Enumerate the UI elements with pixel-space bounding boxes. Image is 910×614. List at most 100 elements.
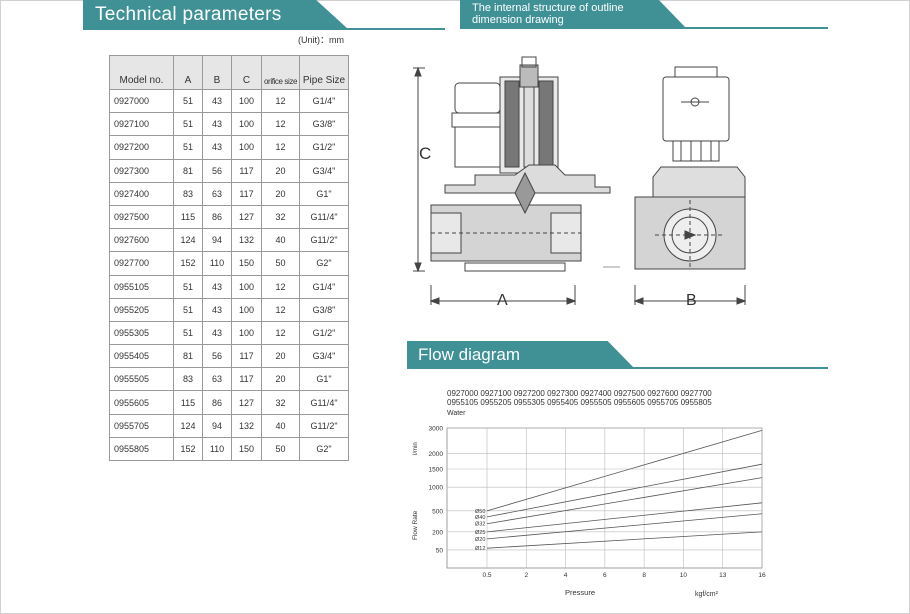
model-row-2: 0955105 0955205 0955305 0955405 0955505 … — [447, 398, 712, 407]
table-cell: 12 — [261, 135, 300, 160]
table-cell: 51 — [173, 112, 203, 137]
table-cell: 100 — [231, 135, 262, 160]
table-cell: 110 — [202, 251, 232, 276]
series-line — [486, 502, 763, 533]
table-cell: 20 — [261, 344, 300, 369]
table-header-row: Model no. A B C orifice size Pipe Size — [109, 55, 349, 90]
x-tick-label: 16 — [758, 572, 766, 579]
table-cell: 12 — [261, 88, 300, 114]
y-unit-label: l/min — [413, 442, 419, 455]
unit-label: (Unit)：mm — [298, 35, 344, 45]
x-tick-label: 6 — [603, 572, 607, 579]
dimension-label-a: A — [497, 292, 508, 309]
table-cell: 32 — [261, 390, 300, 415]
structure-banner: The internal structure of outline dimens… — [460, 0, 686, 28]
medium-label: Water — [447, 410, 466, 417]
parameters-table: Model no. A B C orifice size Pipe Size 0… — [109, 55, 349, 462]
table-cell: 100 — [231, 297, 262, 322]
table-cell: G3/8" — [299, 297, 349, 322]
table-cell: 56 — [202, 158, 232, 183]
table-cell: 124 — [173, 228, 203, 253]
table-cell: G11/4" — [299, 204, 349, 230]
table-cell: G2" — [299, 251, 349, 276]
technical-parameters-banner: Technical parameters — [83, 0, 348, 29]
cell-model: 0955405 — [109, 344, 174, 369]
table-cell: G1/4" — [299, 274, 349, 299]
header-c: C — [231, 55, 262, 90]
table-cell: 132 — [231, 413, 262, 438]
table-cell: 12 — [261, 297, 300, 322]
table-cell: 150 — [231, 251, 262, 276]
table-cell: 152 — [173, 436, 203, 462]
x-tick-label: 13 — [719, 572, 727, 579]
series-line — [486, 513, 763, 540]
series-line — [486, 531, 763, 549]
table-cell: G11/2" — [299, 413, 349, 438]
cell-model: 0927200 — [109, 135, 174, 160]
table-cell: 43 — [202, 274, 232, 299]
y-tick-label: 2000 — [429, 451, 444, 458]
x-unit-label: kgf/cm² — [695, 591, 719, 598]
x-tick-label: 2 — [524, 572, 528, 579]
table-cell: 20 — [261, 158, 300, 183]
cell-model: 0955205 — [109, 297, 174, 322]
y-tick-label: 50 — [436, 547, 444, 554]
table-cell: 150 — [231, 436, 262, 462]
cell-model: 0927500 — [109, 204, 174, 230]
table-cell: 117 — [231, 367, 262, 392]
structure-drawing: C A B — [413, 56, 747, 309]
table-cell: 124 — [173, 413, 203, 438]
cell-model: 0927400 — [109, 181, 174, 206]
table-cell: 20 — [261, 181, 300, 206]
table-cell: G1/2" — [299, 135, 349, 160]
cell-model: 0955805 — [109, 436, 174, 462]
table-cell: 51 — [173, 135, 203, 160]
table-cell: 32 — [261, 204, 300, 230]
x-tick-label: 0.5 — [482, 572, 491, 579]
x-tick-label: 4 — [564, 572, 568, 579]
table-cell: G3/4" — [299, 158, 349, 183]
flow-diagram-banner: Flow diagram — [407, 341, 635, 369]
plot-area — [446, 427, 763, 569]
y-tick-label: 200 — [432, 529, 443, 536]
table-cell: 117 — [231, 181, 262, 206]
cell-model: 0927600 — [109, 228, 174, 253]
cell-model: 0955105 — [109, 274, 174, 299]
table-cell: 127 — [231, 204, 262, 230]
header-orifice: orifice size — [261, 55, 300, 90]
table-cell: 40 — [261, 413, 300, 438]
y-tick-label: 3000 — [429, 426, 444, 433]
table-cell: 132 — [231, 228, 262, 253]
cell-model: 0955705 — [109, 413, 174, 438]
table-cell: 43 — [202, 297, 232, 322]
table-cell: 51 — [173, 274, 203, 299]
table-cell: 20 — [261, 367, 300, 392]
table-cell: 94 — [202, 228, 232, 253]
table-cell: 83 — [173, 181, 203, 206]
structure-rule — [460, 27, 828, 29]
dimension-label-b: B — [686, 292, 697, 309]
cell-model: 0927000 — [109, 88, 174, 114]
series-label: Ø12 — [475, 546, 485, 552]
table-cell: 43 — [202, 320, 232, 346]
table-cell: 63 — [202, 367, 232, 392]
table-cell: 12 — [261, 320, 300, 346]
structure-title: The internal structure of outline dimens… — [472, 2, 624, 26]
technical-parameters-rule — [83, 28, 445, 30]
table-cell: G2" — [299, 436, 349, 462]
table-cell: 100 — [231, 88, 262, 114]
header-b: B — [202, 55, 232, 90]
table-cell: 86 — [202, 204, 232, 230]
table-cell: 127 — [231, 390, 262, 415]
header-a: A — [173, 55, 203, 90]
